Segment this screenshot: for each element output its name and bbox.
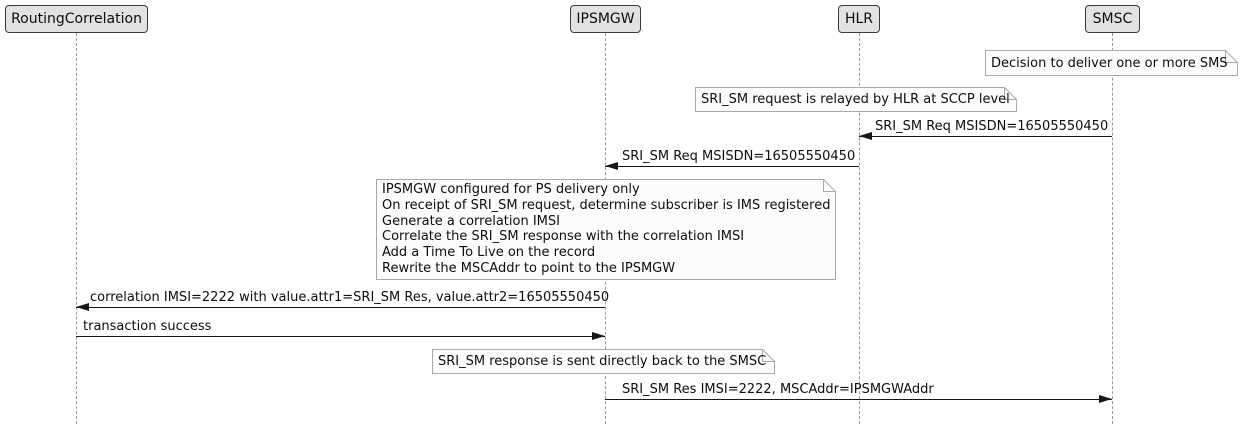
arrowhead-left-icon xyxy=(859,132,872,140)
participant-label: SMSC xyxy=(1092,11,1133,27)
message-label: SRI_SM Req MSISDN=16505550450 xyxy=(875,119,1109,134)
note-line: Generate a correlation IMSI xyxy=(382,213,560,229)
note-line: Add a Time To Live on the record xyxy=(382,245,596,261)
message-label: transaction success xyxy=(83,319,212,334)
note-text: SRI_SM request is relayed by HLR at SCCP… xyxy=(701,92,1010,107)
participant-label: HLR xyxy=(844,11,874,27)
arrowhead-left-icon xyxy=(605,162,618,170)
participant-label: RoutingCorrelation xyxy=(11,11,142,27)
note-line: Correlate the SRI_SM response with the c… xyxy=(382,229,745,245)
note-shape xyxy=(432,349,775,374)
note-shape xyxy=(985,50,1238,76)
message-label: SRI_SM Res IMSI=2222, MSCAddr=IPSMGWAddr xyxy=(622,382,934,397)
note-ipsmgw-processing: IPSMGW configured for PS delivery only O… xyxy=(376,179,836,280)
message-label: correlation IMSI=2222 with value.attr1=S… xyxy=(90,290,610,305)
lifeline-hlr xyxy=(858,33,860,424)
note-relayed-by-hlr: SRI_SM request is relayed by HLR at SCCP… xyxy=(695,87,1017,112)
message-line xyxy=(76,335,605,337)
note-shape xyxy=(695,87,1017,112)
participant-label: IPSMGW xyxy=(576,11,635,27)
participant-routingcorrelation: RoutingCorrelation xyxy=(5,5,148,33)
participant-hlr: HLR xyxy=(838,5,880,33)
note-text-lines: IPSMGW configured for PS delivery only O… xyxy=(382,182,831,277)
participant-ipsmgw: IPSMGW xyxy=(570,5,641,33)
arrowhead-right-icon xyxy=(592,332,605,340)
participant-smsc: SMSC xyxy=(1085,5,1140,33)
arrowhead-right-icon xyxy=(1099,395,1112,403)
arrowhead-left-icon xyxy=(76,303,89,311)
message-line xyxy=(859,135,1112,137)
note-line: On receipt of SRI_SM request, determine … xyxy=(382,197,831,213)
message-line xyxy=(76,306,605,308)
note-decision-to-deliver: Decision to deliver one or more SMS xyxy=(985,50,1238,76)
note-text: SRI_SM response is sent directly back to… xyxy=(438,354,767,369)
note-response-to-smsc: SRI_SM response is sent directly back to… xyxy=(432,349,775,374)
note-text: Decision to deliver one or more SMS xyxy=(991,55,1228,71)
note-line: IPSMGW configured for PS delivery only xyxy=(382,182,640,197)
lifeline-routingcorrelation xyxy=(75,33,77,424)
message-line xyxy=(605,398,1112,400)
note-shape xyxy=(376,179,836,280)
lifeline-smsc xyxy=(1111,33,1113,424)
message-label: SRI_SM Req MSISDN=16505550450 xyxy=(622,149,856,164)
note-line: Rewrite the MSCAddr to point to the IPSM… xyxy=(382,260,676,276)
message-line xyxy=(605,165,859,167)
